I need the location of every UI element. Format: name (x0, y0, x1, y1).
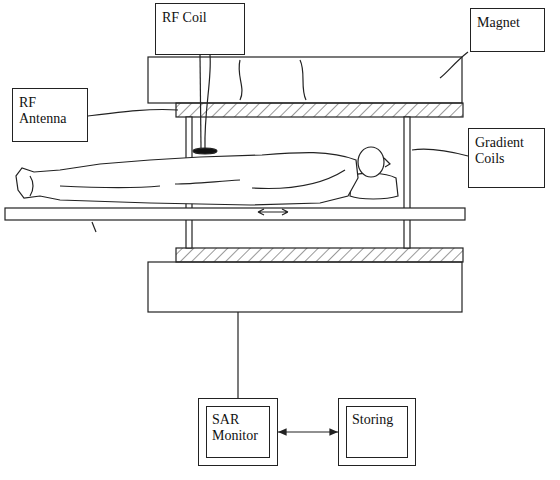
label-box: Magnet (470, 8, 545, 52)
label-text: Gradient Coils (475, 135, 537, 167)
label-text: Magnet (477, 15, 538, 31)
label-text: RF Coil (162, 10, 238, 26)
leader-line (205, 55, 210, 148)
tick-mark (92, 222, 96, 232)
patient-limbs (60, 170, 345, 188)
storage-box: Storing (338, 398, 416, 466)
sar-monitor-box: SAR Monitor (198, 398, 278, 466)
leader-line (239, 60, 242, 100)
label-text: RF Antenna (19, 95, 77, 127)
leader-line (412, 149, 468, 156)
leader-line (200, 55, 201, 148)
connector-arrow (278, 431, 338, 432)
label-box: RF Antenna (12, 88, 88, 142)
rf-coil-element (193, 148, 217, 154)
magnet-top-block (148, 57, 462, 103)
patient-foot (30, 176, 33, 196)
magnet-bottom-block (148, 262, 462, 312)
inner-frame: SAR Monitor (206, 406, 270, 458)
gradient-coil-pillar (404, 117, 410, 248)
leader-line (440, 52, 468, 78)
label-box: RF Coil (155, 3, 245, 55)
patient-table (5, 208, 465, 220)
label-text: Storing (352, 412, 402, 428)
patient-head (358, 147, 384, 177)
label-box: Gradient Coils (468, 128, 545, 188)
leader-line (300, 60, 306, 100)
table-motion-arrow (258, 209, 288, 215)
patient-nose (384, 158, 390, 167)
leader-line (88, 109, 178, 116)
signal-wire (237, 312, 238, 398)
patient-body (16, 153, 358, 205)
inner-frame: Storing (346, 406, 408, 458)
rf-antenna-band (176, 248, 463, 262)
rf-antenna-band (176, 103, 463, 117)
label-text: SAR Monitor (212, 412, 264, 444)
